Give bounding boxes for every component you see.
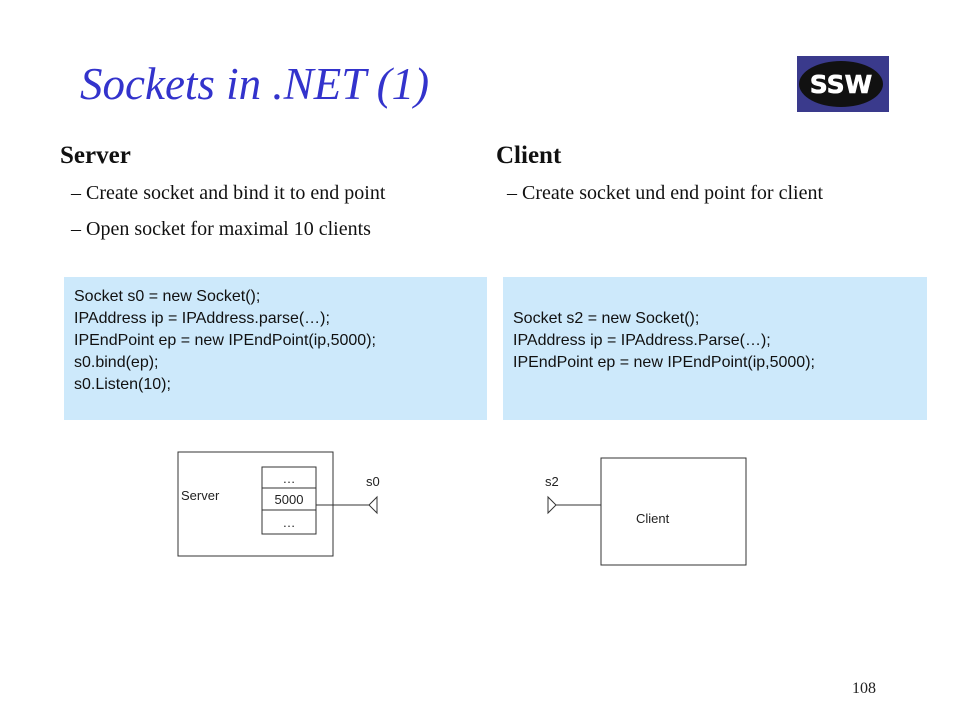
client-bullet-endpoint: – Create socket und end point for client [507,182,824,204]
server-code-line: IPEndPoint ep = new IPEndPoint(ip,5000); [74,332,376,349]
server-bullet-bind: – Create socket and bind it to end point [71,182,386,204]
logo-ellipse [799,61,883,107]
server-code-line: s0.bind(ep); [74,354,159,371]
ssw-logo: SSW [797,56,889,112]
port-slot-label: 5000 [275,492,304,507]
port-slot-label: … [283,471,296,486]
server-socket-icon [368,495,378,515]
server-code-line: s0.Listen(10); [74,376,171,393]
client-socket-icon [547,495,557,515]
server-code-block: Socket s0 = new Socket(); IPAddress ip =… [64,277,487,420]
client-code-line: Socket s2 = new Socket(); [513,310,700,327]
client-socket-label: s2 [545,474,559,489]
client-heading: Client [496,142,562,169]
slide-title: Sockets in .NET (1) [80,59,430,109]
server-heading: Server [60,142,131,169]
client-code-line: IPEndPoint ep = new IPEndPoint(ip,5000); [513,354,815,371]
server-code-line: Socket s0 = new Socket(); [74,288,261,305]
client-box [600,457,747,566]
client-code-line: IPAddress ip = IPAddress.Parse(…); [513,332,771,349]
server-bullet-list: – Create socket and bind it to end point… [60,181,450,253]
server-socket-label: s0 [366,474,380,489]
port-slot-label: … [283,515,296,530]
client-bullet-list: – Create socket und end point for client [496,181,866,217]
client-code-block: Socket s2 = new Socket(); IPAddress ip =… [503,277,927,420]
server-box-label: Server [181,488,220,503]
client-box-label: Client [636,511,670,526]
server-bullet-listen: – Open socket for maximal 10 clients [71,218,371,240]
page-number: 108 [852,680,876,697]
server-box [177,451,334,557]
port-slot [261,509,317,535]
server-code-line: IPAddress ip = IPAddress.parse(…); [74,310,330,327]
logo-text: SSW [810,70,872,99]
